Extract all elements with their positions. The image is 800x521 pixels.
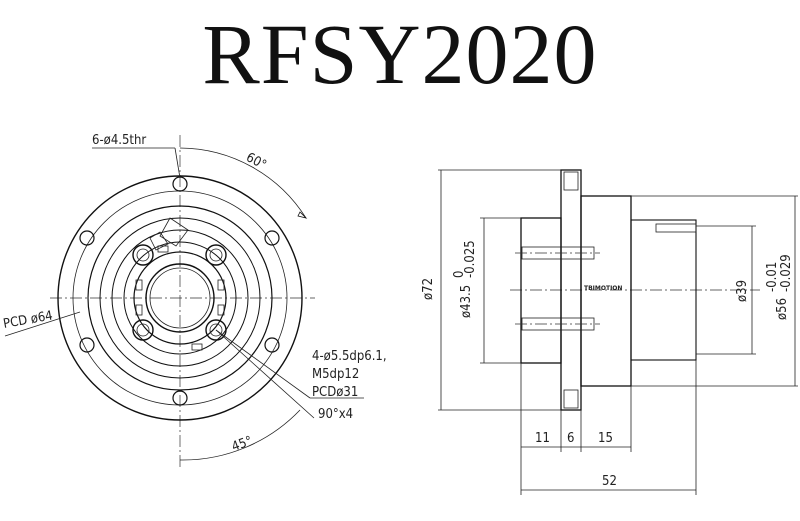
dim-6: 6 [567,431,574,446]
front-view: 60° 45° 6-ø4.5thr PCD ø64 4-ø5.5dp6.1, M… [2,133,387,468]
tap-callout-leader-1 [215,329,311,399]
bore-inner-circle [149,267,211,329]
nut-land-circle [133,251,227,345]
body-outer-circle [87,205,273,391]
tap-callout-line2: M5dp12 [312,367,359,382]
tapped-holes [132,244,227,341]
dim-flange-dia: ø72 [421,278,436,300]
dim-outer-tol-lower: -0.029 [779,254,794,292]
tap-callout-line3: PCDø31 [312,385,358,400]
angle-bottom-label: 45° [230,434,255,455]
bore-circle [145,263,215,333]
bolt-holes [79,176,280,406]
pcd-outer-leader [4,311,81,337]
brand-logo-text: TBIMOTION [584,285,622,292]
tap-callout-line4: 90°x4 [318,407,353,422]
tap-callout-leader-2 [215,329,315,419]
dim-15: 15 [598,431,613,446]
nut-inner-ring [123,241,237,355]
dim-outer-dia: ø56 [775,298,790,320]
hole-callout-label: 6-ø4.5thr [92,133,146,148]
angle-arc-top [179,147,307,219]
left-body [520,217,562,364]
body-ring-circle [99,217,261,379]
dim-52: 52 [602,474,617,489]
dim-body-dia: ø43.5 [459,285,474,318]
nut-outer-circle [111,229,249,367]
dim-body-tol-lower: -0.025 [463,240,478,278]
angle-arc-bottom [179,409,301,461]
recirculation-notches [135,217,225,351]
dim-11: 11 [535,431,550,446]
tap-callout-line1: 4-ø5.5dp6.1, [312,349,387,364]
dim-inner-dia: ø39 [735,280,750,302]
dim-body-tol-upper: 0 [452,271,467,278]
side-view: TBIMOTION ø72 ø43.5 0 -0.025 ø39 ø56 -0.… [421,169,798,495]
angle-top-label: 60° [243,150,268,173]
drawing-title: RFSY2020 [202,6,598,102]
seal-ring [655,223,697,233]
side-bolts [515,246,600,331]
dim-outer-tol-upper: -0.01 [765,262,780,292]
nut-end [630,219,697,361]
